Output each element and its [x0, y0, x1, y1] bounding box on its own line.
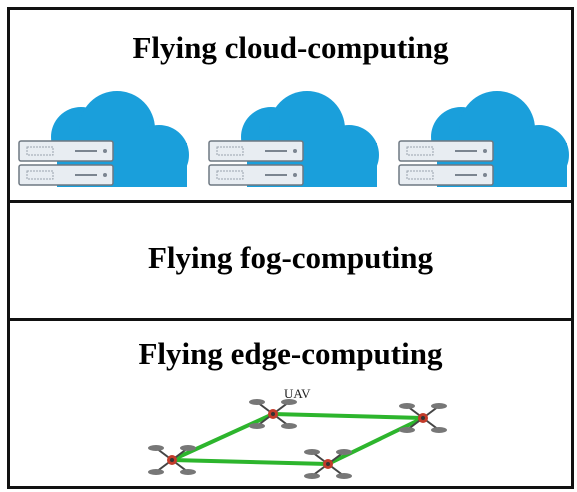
edge-layer-title: Flying edge-computing: [138, 336, 443, 371]
uav-label: UAV: [284, 386, 311, 401]
layer-divider-fog-edge: [7, 318, 574, 321]
uav-drone-icon: [249, 399, 297, 429]
cloud-server-icon: [398, 91, 569, 187]
uav-link: [272, 412, 424, 420]
server-stack: [18, 140, 114, 186]
uav-drone-icon: [304, 449, 352, 479]
uav-links: [171, 412, 424, 466]
layer-divider-cloud-fog: [7, 200, 574, 203]
server-stack: [398, 140, 494, 186]
cloud-server-icon: [208, 91, 379, 187]
uav-network: [148, 399, 447, 479]
uav-drone-icon: [148, 445, 196, 475]
diagram-frame: [7, 7, 574, 489]
uav-drone-icon: [399, 403, 447, 433]
uav-link: [171, 412, 274, 462]
uav-link: [327, 416, 424, 466]
cloud-server-icon: [18, 91, 189, 187]
uav-link: [171, 458, 329, 466]
fog-layer-title: Flying fog-computing: [147, 240, 434, 275]
server-stack: [208, 140, 304, 186]
cloud-layer-title: Flying cloud-computing: [132, 30, 449, 65]
